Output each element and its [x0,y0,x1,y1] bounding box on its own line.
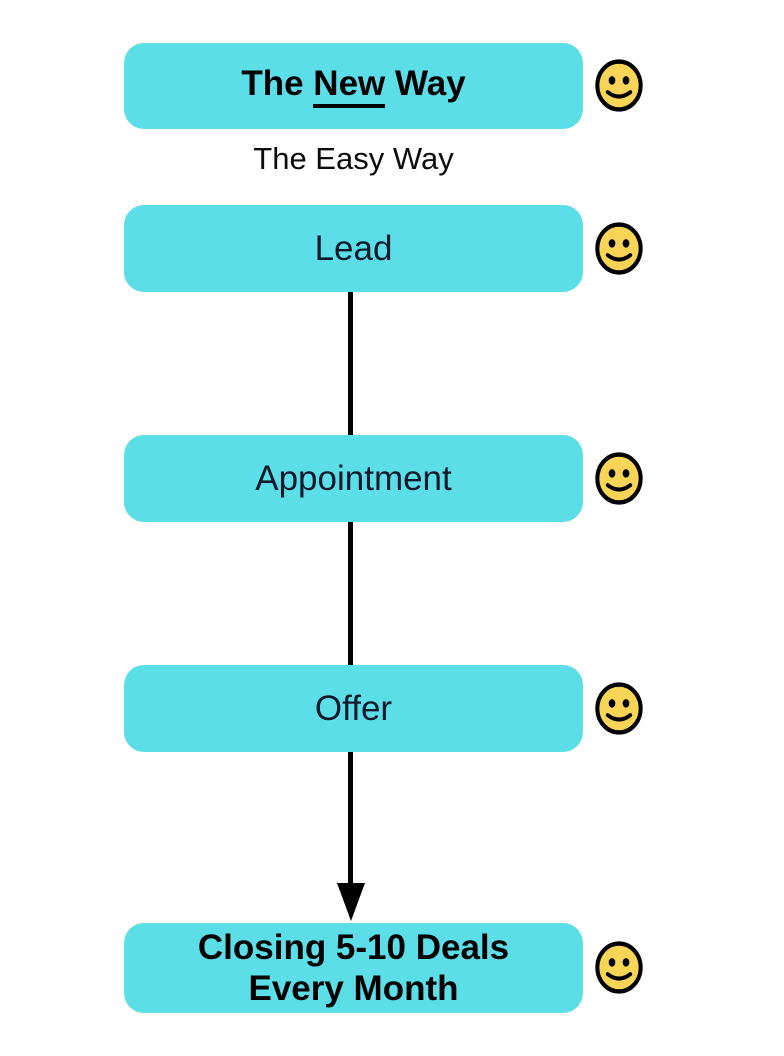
smiley-face-icon [595,682,643,735]
smiley-face-icon [595,452,643,505]
step-label: Appointment [255,458,452,498]
subtitle-text: The Easy Way [253,141,454,176]
title-prefix: The [241,64,314,104]
step-box-offer: Offer [124,665,583,752]
step-box-appointment: Appointment [124,435,583,522]
title-text: The New Way [241,64,466,108]
result-line-1: Closing 5-10 Deals [197,928,510,967]
smiley-face-icon [595,941,643,994]
step-box-lead: Lead [124,205,583,292]
connector-line-appointment-offer [348,520,353,667]
smiley-face-icon [595,59,643,112]
step-label: Offer [314,688,393,728]
title-box: The New Way [124,43,583,129]
connector-line-offer-result [348,750,353,884]
arrow-head-icon [337,883,365,921]
smiley-face-icon [595,222,643,275]
title-suffix: Way [385,64,466,104]
step-label: Lead [314,228,393,268]
result-line-2: Every Month [248,969,459,1008]
result-box: Closing 5-10 Deals Every Month [124,923,583,1013]
title-emphasized-word: New [313,65,386,108]
connector-line-lead-appointment [348,290,353,437]
